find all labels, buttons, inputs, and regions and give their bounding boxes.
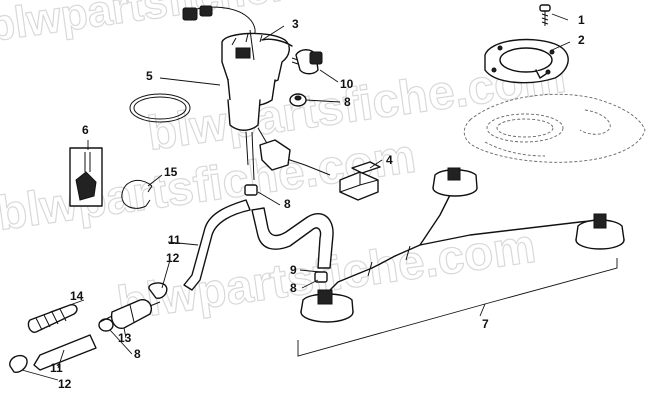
part-4-sender <box>339 161 381 201</box>
part-13-filter <box>99 299 161 329</box>
callout-8-grommet-vent: 8 <box>290 281 297 295</box>
part-2-gasket-plate <box>484 38 569 84</box>
callout-14: 14 <box>70 289 84 303</box>
part-14-coil-hose <box>27 303 78 333</box>
fuel-tank-outline <box>463 93 646 163</box>
part-7-vent-assembly <box>300 167 625 323</box>
callout-8-grommet-filter: 8 <box>134 347 141 361</box>
callout-5: 5 <box>146 69 153 83</box>
callout-3: 3 <box>292 17 299 31</box>
callout-12-clamp-lower: 12 <box>58 377 72 391</box>
callout-4: 4 <box>386 153 393 167</box>
callout-1: 1 <box>578 13 585 27</box>
part-8-grommets <box>98 93 328 332</box>
callout-8-grommet-top: 8 <box>344 95 351 109</box>
callout-2: 2 <box>578 33 585 47</box>
callout-11-hose-upper: 11 <box>168 233 181 247</box>
part-6-relay <box>69 147 103 207</box>
callouts: 1 2 3 4 5 6 7 8 8 8 8 9 10 11 11 12 12 1… <box>50 13 585 391</box>
callout-10: 10 <box>340 77 354 91</box>
callout-12-clamp-upper: 12 <box>166 251 180 265</box>
part-15-clamp <box>121 179 153 209</box>
part-5-o-ring <box>129 93 191 123</box>
callout-11-hose-lower: 11 <box>50 361 63 375</box>
callout-8-grommet-mid: 8 <box>284 197 291 211</box>
part-1-screw <box>539 4 551 26</box>
part-3-fuel-pump <box>182 5 331 181</box>
callout-13: 13 <box>118 331 132 345</box>
leader-lines <box>21 13 571 381</box>
part-10-outlet-fitting <box>291 49 323 75</box>
hoses <box>33 199 334 371</box>
callout-9: 9 <box>290 263 297 277</box>
callout-7: 7 <box>482 317 489 331</box>
callout-6: 6 <box>82 123 89 137</box>
callout-15: 15 <box>164 165 178 179</box>
